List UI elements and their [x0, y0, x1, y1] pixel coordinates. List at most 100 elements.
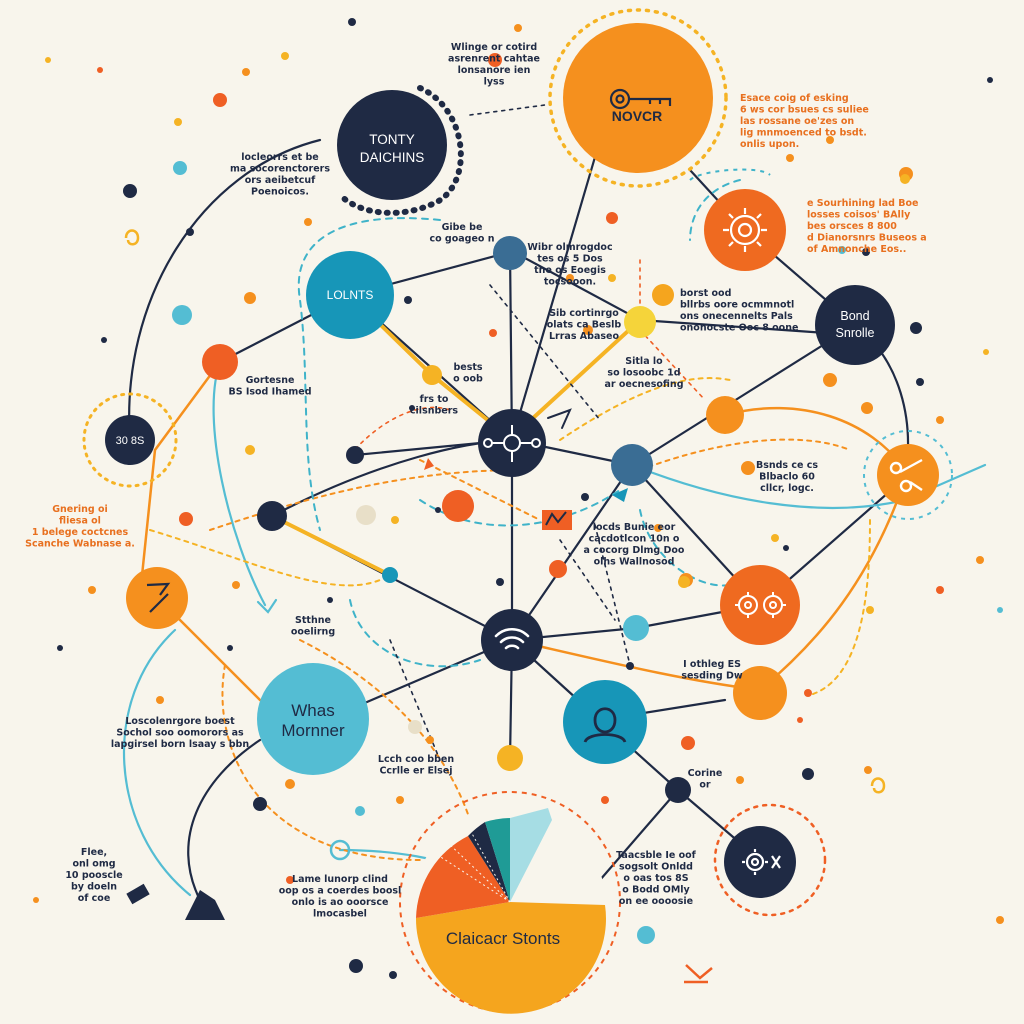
ann-center-lower-line: locds Bunie eor — [593, 522, 676, 533]
ann-top-center-line: lyss — [484, 77, 505, 88]
ann-center-small-line: co goageo n — [429, 234, 494, 245]
tonty-title-line2: DAICHINS — [360, 150, 425, 165]
node-navy-left — [346, 446, 364, 464]
dash-orange-1 — [209, 469, 521, 531]
arrow-navy-center — [547, 408, 572, 429]
dash-orange-5 — [419, 459, 541, 521]
ann-flee-line: 10 pooscle — [65, 870, 122, 881]
line-teal-right — [630, 463, 987, 510]
compass-icon — [483, 425, 541, 462]
tonty-title-line1: TONTY — [369, 132, 415, 147]
ann-right-orange-line: bes orsces 8 800 — [807, 221, 897, 232]
ann-top-right-line: 6 ws cor bsues cs suliee — [740, 105, 869, 116]
gears-icon — [735, 592, 786, 618]
line-yellow-left-wifi — [270, 514, 392, 577]
ann-top-right-line: Esace coig of esking — [740, 93, 849, 104]
dash-red-3 — [639, 329, 706, 401]
line-wifi-to-rightblue — [510, 463, 634, 642]
ann-lame-line: Lame lunorp clind — [292, 874, 388, 885]
ann-lame-line: oop os a coerdes boosl — [279, 886, 402, 897]
icon-cup-bottom — [684, 964, 713, 984]
dash-navy-4 — [469, 104, 546, 116]
pie-slice-orange — [416, 836, 510, 918]
line-vertical-spine — [508, 248, 514, 762]
node-gear-navy[interactable] — [724, 826, 796, 898]
ann-top-left-line: locleorrs et be — [241, 152, 319, 163]
line-hub-to-novcr — [510, 138, 602, 442]
ann-sitla-line: Sitla lo — [625, 356, 663, 367]
ann-bests-line: bests — [453, 362, 482, 373]
ann-right-orange-line: e Sourhining lad Boe — [807, 198, 918, 209]
node-lightning[interactable] — [126, 567, 188, 629]
dash-navy-5 — [594, 524, 631, 666]
ann-taacsble-line: on ee oooosie — [619, 896, 693, 907]
s30-title: 30 8S — [116, 435, 145, 447]
ann-left-lower-line: Sochol soo oomorors as — [116, 728, 244, 739]
node-wifi[interactable] — [481, 609, 543, 671]
ann-lame-line: onlo is ao ooorsce — [292, 897, 389, 908]
ann-flee-line: of coe — [78, 893, 111, 904]
node-orange-small-top — [652, 284, 674, 306]
ann-center-lower-line: cacdotlcon 10n o — [589, 534, 680, 545]
small-nodes — [202, 236, 787, 803]
ann-right-orange-line: of Amnonche Eos.. — [807, 244, 906, 255]
dash-teal-2 — [419, 489, 621, 527]
node-novcr[interactable]: NOVCR — [563, 23, 713, 173]
node-lolnts[interactable]: LOLNTS — [306, 251, 394, 339]
node-scissors[interactable] — [877, 444, 939, 506]
ring-tonty-beaded — [337, 85, 464, 216]
node-30s[interactable]: 30 8S — [105, 415, 155, 465]
ann-top-left-line: ors aeibetcuf — [245, 175, 316, 186]
ann-taacsble-line: o oas tos 8S — [623, 873, 688, 884]
ann-frs-to-line: cilsnbers — [410, 406, 458, 417]
ring-scissors-dashed — [863, 430, 953, 520]
ann-flee-line: by doeln — [71, 882, 117, 893]
node-gear-top[interactable] — [704, 189, 786, 271]
node-whas[interactable]: Whas Mornner — [257, 663, 369, 775]
dash-teal-1 — [297, 217, 441, 531]
ann-left-orange-line: fliesa ol — [59, 516, 101, 527]
ann-lame-line: lmocasbel — [313, 909, 367, 920]
ring-gear-dashed — [713, 803, 827, 917]
node-orange-bottom-right — [733, 666, 787, 720]
dash-yellow-1 — [809, 519, 871, 696]
icon-spiral-right — [870, 777, 886, 794]
line-teal-bottom-left — [122, 628, 192, 897]
line-whas-left — [187, 738, 262, 902]
pie-slice-yellow — [415, 902, 606, 1014]
ann-mid-right-line: borst ood — [680, 288, 731, 299]
novcr-title: NOVCR — [612, 108, 663, 124]
pie-title: Claicacr Stonts — [446, 929, 560, 948]
ann-left-orange-line: 1 belege coctcnes — [32, 527, 129, 538]
ann-center-small-line: Gibe be — [442, 222, 483, 233]
node-hub[interactable] — [478, 409, 546, 477]
node-person[interactable] — [563, 680, 647, 764]
ann-mid-right-line: bllrbs oore ocmmnotl — [680, 300, 794, 311]
node-bond[interactable]: Bond Snrolle — [815, 285, 895, 365]
ann-left-orange-line: Gnering oi — [52, 504, 108, 515]
dash-teal-3 — [689, 179, 741, 241]
icon-spiral-left — [124, 229, 140, 246]
ann-left-orange-line: Scanche Wabnase a. — [25, 539, 135, 550]
line-yellow-hub-to-yellowdot — [518, 318, 642, 432]
icon-hand-left — [185, 890, 225, 920]
node-gear-bottom[interactable] — [720, 565, 800, 645]
dash-yellow-2 — [149, 529, 381, 587]
ann-flee-line: onl omg — [72, 859, 115, 870]
ann-frs-to-line: frs to — [420, 394, 449, 405]
line-blue-top-to-yellow — [508, 248, 642, 322]
pie-chart[interactable]: Claicacr Stonts — [415, 807, 606, 1014]
node-navy-corine — [665, 777, 691, 803]
node-tonty[interactable]: TONTY DAICHINS — [337, 90, 447, 200]
ann-stthe-line: ooelirng — [291, 627, 335, 638]
ann-mid-right-line: ononocste Ooc 8 oone — [680, 323, 798, 334]
ann-center-right-line: Wibr olmrogdoc — [527, 242, 612, 253]
